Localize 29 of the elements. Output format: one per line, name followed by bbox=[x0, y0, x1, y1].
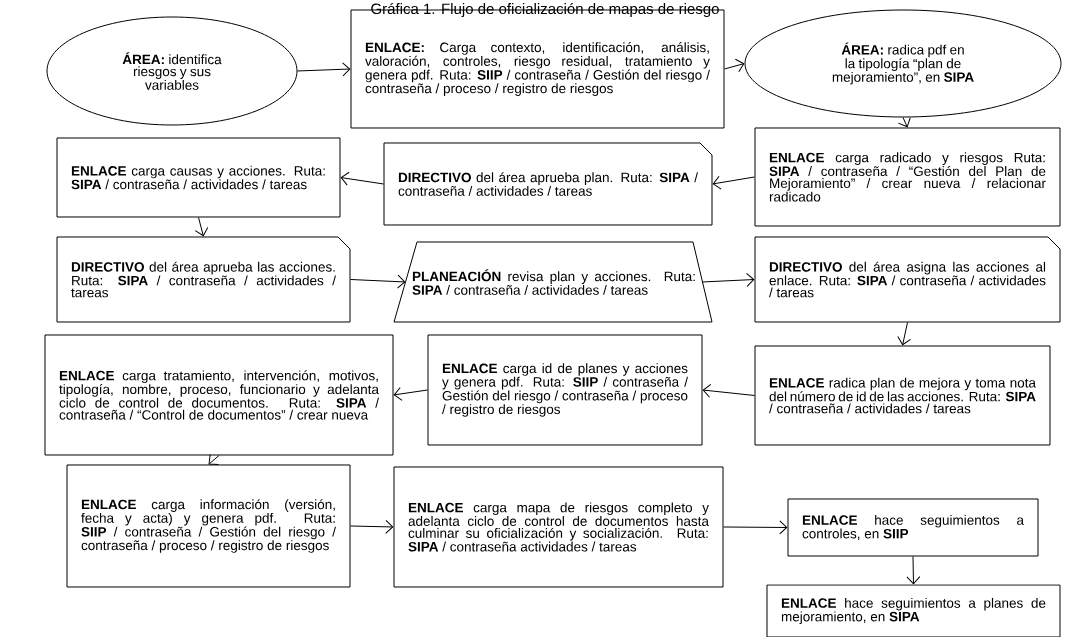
arrow bbox=[897, 117, 911, 128]
approval-box: DIRECTIVO del área aprueba las acciones. Ruta: SIPA / contraseña / actividades / tareas bbox=[56, 236, 351, 323]
arrow bbox=[712, 175, 755, 190]
process-box: ENLACE carga mapa de riesgos completo y adelanta ciclo de control de documentos hasta culminar su oficialización y socialización. Ruta: SIPA / contraseña actividades / tareas bbox=[393, 466, 724, 588]
diagram-title: Gráfica 1. Flujo de oficialización de mapas de riesgo bbox=[371, 2, 719, 18]
approval-box: DIRECTIVO del área asigna las acciones al enlace. Ruta: SIPA / contraseña / actividades / tareas bbox=[754, 236, 1061, 323]
arrow bbox=[194, 217, 209, 237]
process-box: ENLACE carga radicado y riesgos Ruta: SIPA / contraseña / “Gestión del Plan de Mejoramiento” / crear nueva / relacionar radicado bbox=[754, 127, 1061, 227]
arrow bbox=[906, 556, 921, 585]
arrow bbox=[702, 383, 755, 398]
process-box: ENLACE carga id de planes y acciones y genera pdf. Ruta: SIIP / contraseña / Gestión del riesgo / contraseña / proceso / registro de riesgos bbox=[427, 334, 703, 446]
process-box: ENLACE radica plan de mejora y toma nota del número de id de las acciones. Ruta: SIPA / contraseña / actividades / tareas bbox=[754, 345, 1051, 446]
arrow bbox=[702, 272, 755, 287]
arrow bbox=[350, 519, 394, 534]
review-trapezoid: PLANEACIÓN revisa plan y acciones. Ruta: SIPA / contraseña / actividades / tareas bbox=[393, 241, 713, 323]
arrow bbox=[723, 520, 788, 535]
process-box: ENLACE hace seguimientos a controles, en SIIP bbox=[787, 498, 1039, 557]
arrow bbox=[350, 274, 406, 289]
process-box: ENLACE hace seguimientos a planes de mejoramiento, en SIPA bbox=[766, 584, 1061, 637]
process-box: ENLACE carga tratamiento, intervención, motivos, tipología, nombre, proceso, funcionario y adelanta ciclo de control de documentos. Ruta: SIPA / contraseña / “Control de documentos” / crear nueva bbox=[44, 334, 394, 456]
process-box: ENLACE carga causas y acciones. Ruta: SIPA / contraseña / actividades / tareas bbox=[56, 137, 341, 218]
arrow bbox=[724, 58, 745, 73]
arrow bbox=[297, 62, 351, 77]
arrow bbox=[897, 322, 911, 346]
process-box: ENLACE carga información (versión, fecha y acta) y genera pdf. Ruta: SIIP / contraseña / Gestión del riesgo / contraseña / proceso / registro de riesgos bbox=[66, 464, 351, 588]
arrow bbox=[340, 171, 384, 186]
approval-box: DIRECTIVO del área aprueba plan. Ruta: SIPA / contraseña / actividades / tareas bbox=[383, 142, 713, 226]
arrow bbox=[393, 386, 428, 401]
arrow bbox=[208, 454, 220, 465]
